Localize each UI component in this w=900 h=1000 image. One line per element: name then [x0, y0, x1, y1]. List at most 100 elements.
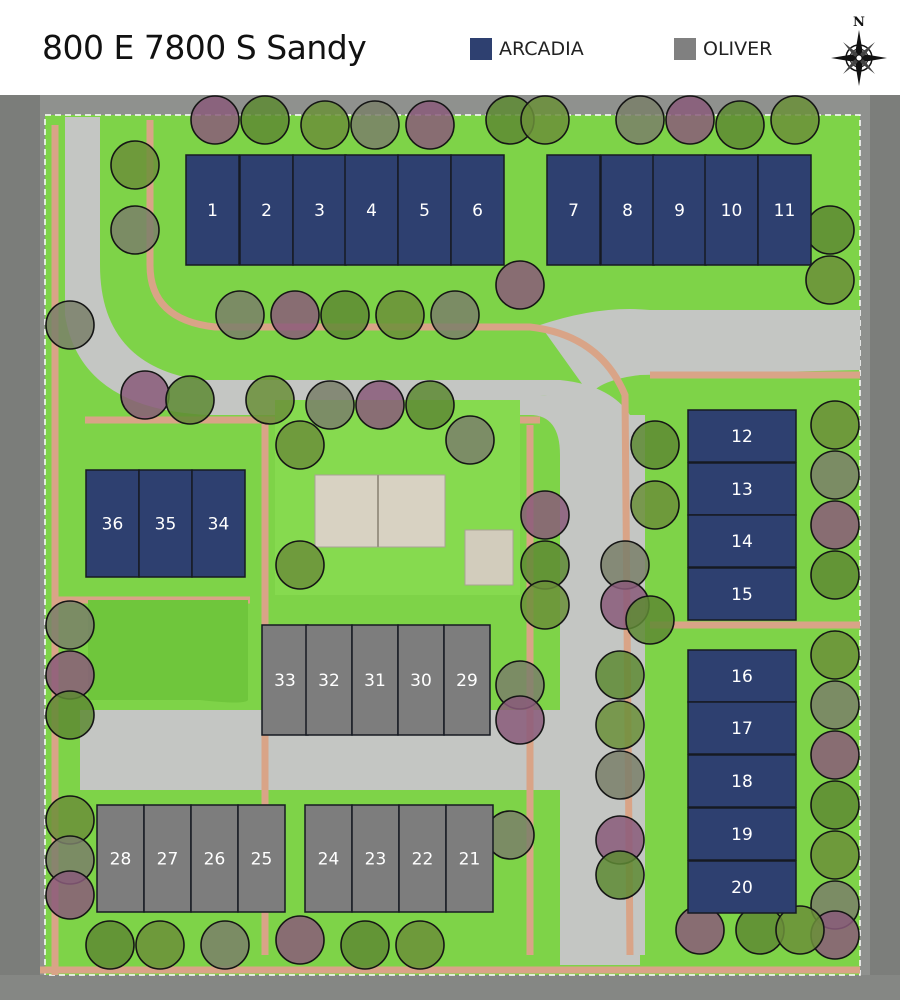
unit-11[interactable]: 11	[757, 154, 812, 266]
tree-icon	[110, 205, 160, 255]
unit-33[interactable]: 33	[261, 624, 309, 736]
tree-icon	[190, 95, 240, 145]
unit-number-label: 13	[731, 480, 753, 500]
tree-icon	[595, 700, 645, 750]
legend-item-oliver: OLIVER	[674, 38, 772, 60]
tree-icon	[810, 630, 860, 680]
tree-icon	[275, 420, 325, 470]
unit-number-label: 32	[318, 671, 340, 691]
unit-1[interactable]: 1	[185, 154, 240, 266]
unit-22[interactable]: 22	[398, 804, 447, 913]
unit-24[interactable]: 24	[304, 804, 353, 913]
unit-number-label: 10	[721, 201, 743, 221]
unit-2[interactable]: 2	[239, 154, 294, 266]
unit-number-label: 22	[412, 850, 434, 870]
unit-19[interactable]: 19	[687, 807, 797, 861]
playground	[464, 529, 514, 586]
unit-number-label: 7	[568, 201, 579, 221]
unit-32[interactable]: 32	[305, 624, 353, 736]
unit-27[interactable]: 27	[143, 804, 192, 913]
unit-17[interactable]: 17	[687, 701, 797, 755]
unit-number-label: 3	[314, 201, 325, 221]
unit-6[interactable]: 6	[450, 154, 505, 266]
unit-31[interactable]: 31	[351, 624, 399, 736]
unit-footprint	[600, 154, 655, 266]
unit-number-label: 14	[731, 532, 753, 552]
unit-number-label: 21	[459, 850, 481, 870]
unit-36[interactable]: 36	[85, 469, 140, 578]
unit-8[interactable]: 8	[600, 154, 655, 266]
unit-number-label: 28	[110, 850, 132, 870]
tree-icon	[595, 750, 645, 800]
unit-number-label: 11	[774, 201, 796, 221]
unit-10[interactable]: 10	[704, 154, 759, 266]
compass-north-label: N	[853, 15, 865, 30]
unit-3[interactable]: 3	[292, 154, 347, 266]
unit-7[interactable]: 7	[546, 154, 601, 266]
unit-number-label: 25	[251, 850, 273, 870]
unit-footprint	[397, 154, 452, 266]
unit-footprint	[344, 154, 399, 266]
unit-28[interactable]: 28	[96, 804, 145, 913]
unit-footprint	[687, 701, 797, 755]
tree-icon	[520, 95, 570, 145]
tree-icon	[805, 255, 855, 305]
tree-icon	[810, 680, 860, 730]
unit-number-label: 24	[318, 850, 340, 870]
unit-4[interactable]: 4	[344, 154, 399, 266]
tree-icon	[805, 205, 855, 255]
unit-30[interactable]: 30	[397, 624, 445, 736]
tree-icon	[305, 380, 355, 430]
legend-item-arcadia: ARCADIA	[470, 38, 584, 60]
unit-25[interactable]: 25	[237, 804, 286, 913]
tree-icon	[810, 780, 860, 830]
tree-icon	[810, 550, 860, 600]
unit-14[interactable]: 14	[687, 514, 797, 568]
unit-footprint	[687, 807, 797, 861]
tree-icon	[520, 490, 570, 540]
unit-26[interactable]: 26	[190, 804, 239, 913]
tree-icon	[245, 375, 295, 425]
unit-21[interactable]: 21	[445, 804, 494, 913]
tree-icon	[120, 370, 170, 420]
unit-13[interactable]: 13	[687, 462, 797, 516]
unit-34[interactable]: 34	[191, 469, 246, 578]
unit-9[interactable]: 9	[652, 154, 707, 266]
tree-icon	[520, 580, 570, 630]
unit-footprint	[143, 804, 192, 913]
unit-18[interactable]: 18	[687, 754, 797, 808]
unit-29[interactable]: 29	[443, 624, 491, 736]
unit-footprint	[704, 154, 759, 266]
unit-footprint	[398, 804, 447, 913]
unit-16[interactable]: 16	[687, 649, 797, 703]
unit-number-label: 15	[731, 585, 753, 605]
unit-footprint	[191, 469, 246, 578]
tree-icon	[405, 100, 455, 150]
unit-number-label: 1	[207, 201, 218, 221]
tree-icon	[395, 920, 445, 970]
unit-number-label: 18	[731, 772, 753, 792]
unit-15[interactable]: 15	[687, 567, 797, 621]
unit-footprint	[292, 154, 347, 266]
legend-swatch-arcadia	[470, 38, 492, 60]
unit-5[interactable]: 5	[397, 154, 452, 266]
tree-icon	[45, 300, 95, 350]
unit-12[interactable]: 12	[687, 409, 797, 463]
unit-number-label: 31	[364, 671, 386, 691]
unit-35[interactable]: 35	[138, 469, 193, 578]
unit-number-label: 2	[261, 201, 272, 221]
tree-icon	[595, 850, 645, 900]
tree-icon	[630, 420, 680, 470]
legend-label-oliver: OLIVER	[703, 38, 773, 60]
unit-footprint	[687, 409, 797, 463]
unit-footprint	[304, 804, 353, 913]
unit-number-label: 4	[366, 201, 377, 221]
tree-icon	[275, 540, 325, 590]
tree-icon	[275, 915, 325, 965]
unit-footprint	[239, 154, 294, 266]
unit-23[interactable]: 23	[351, 804, 400, 913]
unit-20[interactable]: 20	[687, 860, 797, 914]
unit-number-label: 12	[731, 427, 753, 447]
unit-number-label: 16	[731, 667, 753, 687]
